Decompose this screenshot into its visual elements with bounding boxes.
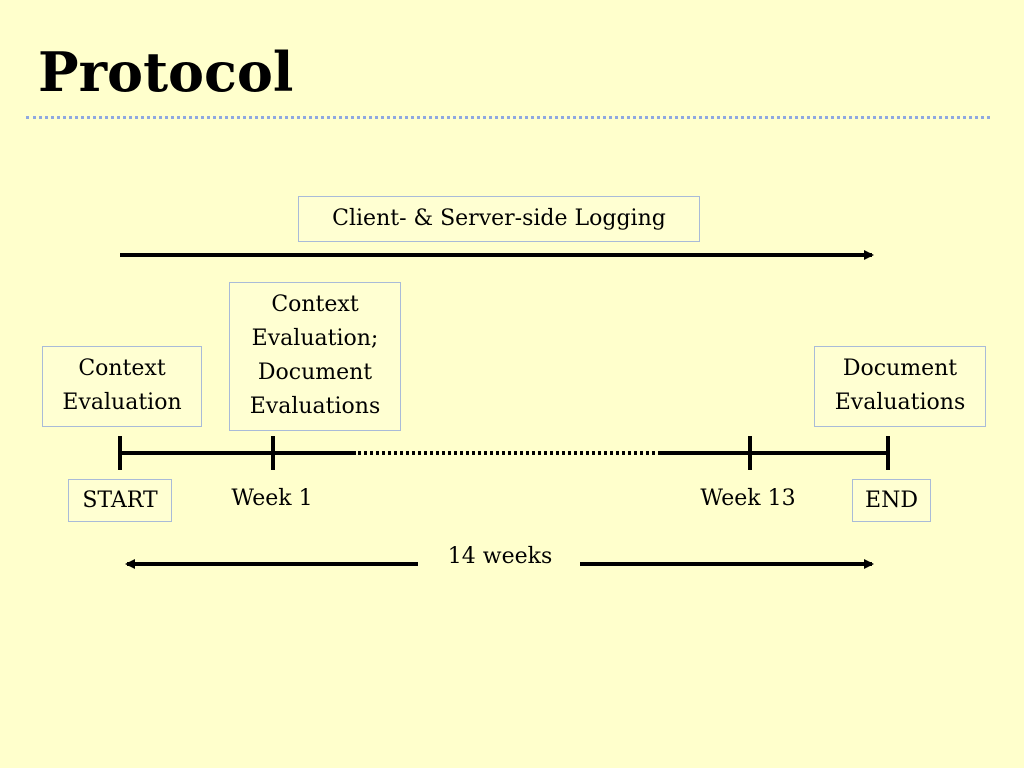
logging-label: Client- & Server-side Logging: [332, 206, 666, 231]
start-label-box: START: [68, 479, 172, 522]
logging-box: Client- & Server-side Logging: [298, 196, 700, 242]
week1-box-line4: Evaluations: [249, 394, 381, 419]
start-box-line2: Evaluation: [62, 390, 182, 415]
page-title: Protocol: [38, 40, 294, 104]
week1-label: Week 1: [231, 486, 313, 511]
start-label: START: [82, 488, 158, 513]
title-divider: [26, 116, 990, 119]
duration-label: 14 weeks: [447, 544, 553, 569]
end-box-line1: Document: [842, 356, 958, 381]
week1-evaluation-box: Context Evaluation; Document Evaluations: [229, 282, 401, 431]
week1-box-line1: Context: [271, 292, 359, 317]
end-label-box: END: [852, 479, 931, 522]
end-evaluation-box: Document Evaluations: [814, 346, 986, 427]
start-box-line1: Context: [78, 356, 166, 381]
end-box-line2: Evaluations: [834, 390, 966, 415]
week1-box-line2: Evaluation;: [251, 326, 379, 351]
week1-box-line3: Document: [257, 360, 373, 385]
start-evaluation-box: Context Evaluation: [42, 346, 202, 427]
week13-label: Week 13: [700, 486, 796, 511]
end-label: END: [865, 488, 918, 513]
